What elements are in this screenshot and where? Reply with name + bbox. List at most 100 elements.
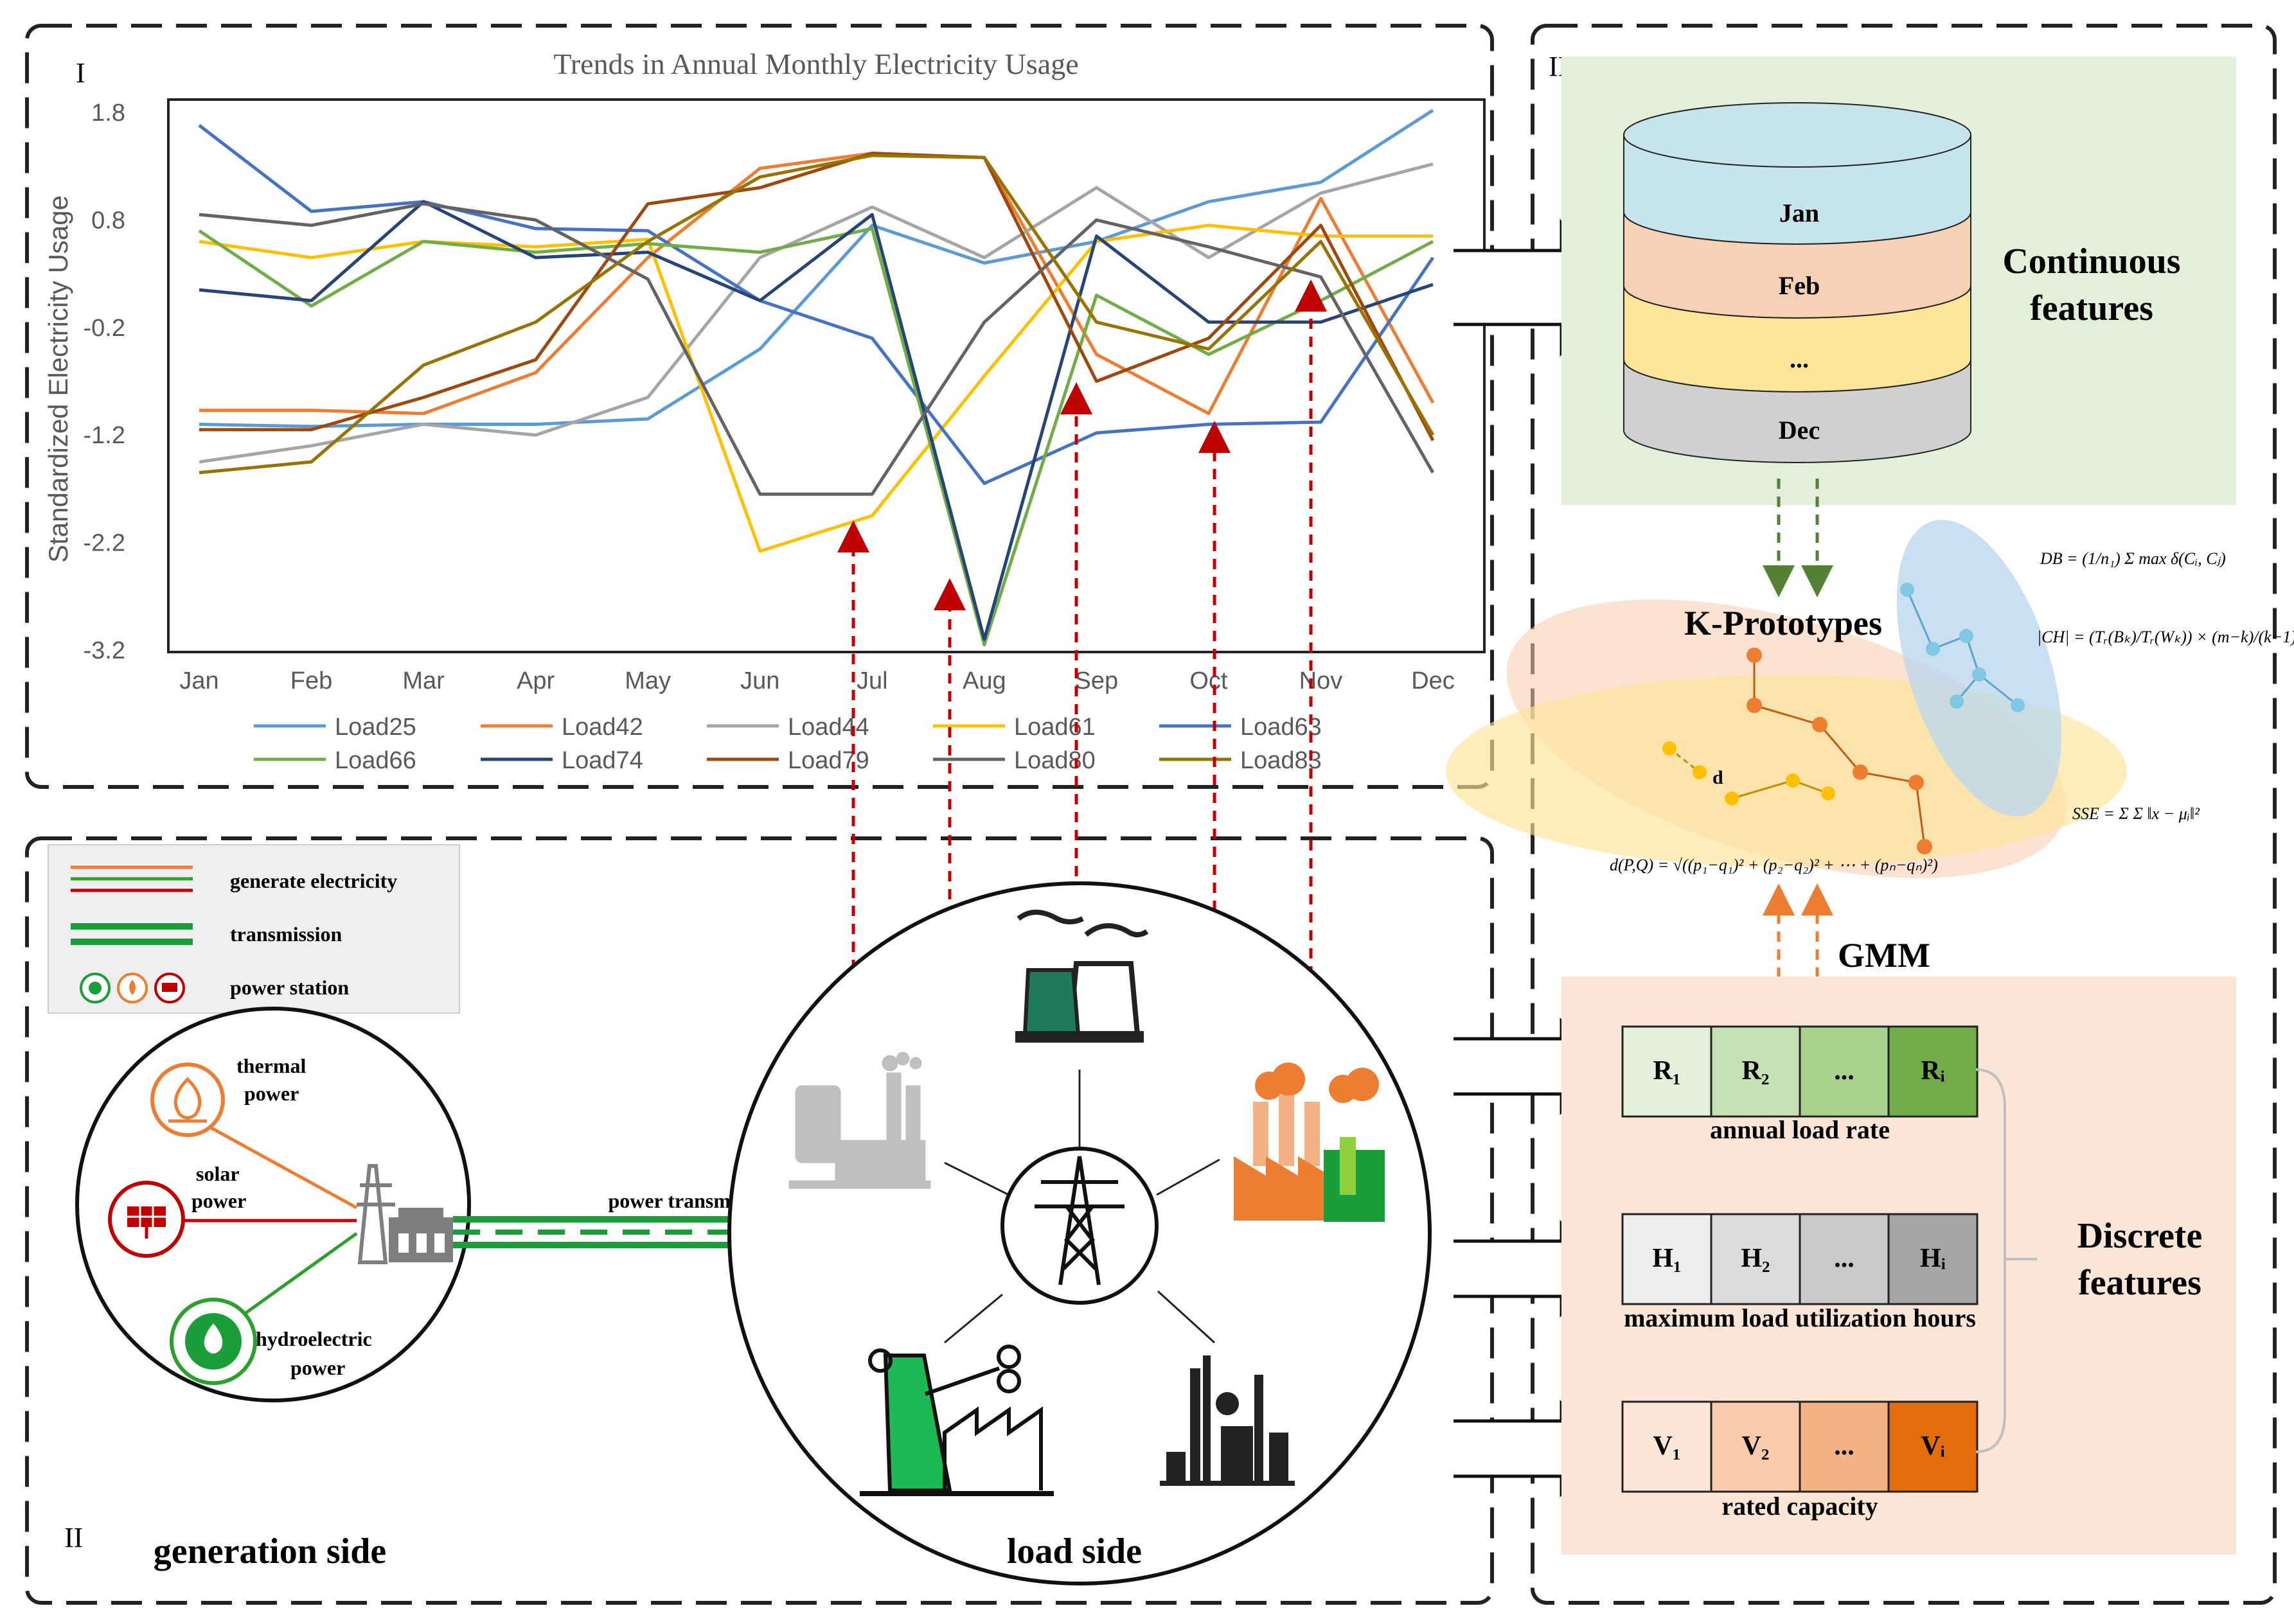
feature-cell [1710, 1400, 1801, 1493]
feature-cell-label: Rᵢ [1921, 1056, 1945, 1086]
x-tick-label: Aug [963, 667, 1006, 694]
y-tick-label: -0.2 [84, 315, 125, 342]
legend-label: Load74 [562, 747, 643, 774]
x-tick-label: May [625, 667, 671, 694]
feature-cell-label: H₂ [1741, 1244, 1770, 1273]
thermal-label: thermal [236, 1054, 307, 1077]
generation-side-label: generation side [154, 1531, 386, 1571]
series-lines [198, 109, 1435, 647]
legend-label: Load25 [335, 714, 416, 741]
feature-cell-label: R₁ [1653, 1056, 1681, 1086]
x-tick-label: Sep [1075, 667, 1119, 694]
x-tick-label: Apr [517, 667, 555, 694]
continuous-title-1: Continuous [2002, 242, 2180, 281]
series-line-load80 [199, 202, 1435, 496]
algorithm-label: K-Prototypes [1684, 604, 1882, 642]
feature-cell [1887, 1213, 1978, 1305]
y-tick-labels: 1.80.8-0.2-1.2-2.2-3.2 [84, 100, 125, 664]
x-tick-label: Dec [1411, 667, 1455, 694]
discrete-brace [1975, 1068, 2037, 1453]
y-tick-label: -3.2 [84, 637, 125, 664]
legend-transmission-label: transmission [230, 922, 342, 946]
series-line-load66 [198, 227, 1434, 647]
feature-cell-label: R₂ [1742, 1056, 1770, 1086]
feature-row-label: annual load rate [1710, 1115, 1890, 1144]
layer-dec: Dec [1779, 416, 1820, 445]
formula-distance: d(P,Q) = √((p₁−q₁)² + (p₂−q₂)² + ⋯ + (pₙ… [1610, 856, 1938, 874]
green-factory-icon [860, 1345, 1054, 1496]
feature-cell [1710, 1025, 1801, 1118]
continuous-title-2: features [2030, 288, 2153, 328]
legend-label: Load80 [1014, 747, 1096, 774]
legend-label: Load44 [788, 714, 869, 741]
cluster-visual: d [1446, 520, 2127, 878]
feature-cell [1621, 1025, 1712, 1118]
feature-row-label: maximum load utilization hours [1624, 1303, 1976, 1332]
feature-cell-label: V₁ [1653, 1431, 1681, 1461]
y-axis-label: Standardized Electricity Usage [43, 195, 73, 563]
plot-area [167, 98, 1486, 653]
x-tick-label: Jan [179, 667, 218, 694]
feature-cell-label: ... [1834, 1431, 1854, 1461]
series-line-load42 [199, 152, 1435, 416]
y-tick-label: 1.8 [91, 100, 125, 127]
x-tick-label: Mar [402, 667, 445, 694]
x-tick-label: Oct [1189, 667, 1228, 694]
solar-label: solar [196, 1162, 240, 1185]
thermal-power-icon [150, 1063, 225, 1137]
refinery-icon [1160, 1355, 1295, 1486]
formula-db: DB = (1/n₁) Σ max δ(Cᵢ, Cⱼ) [2040, 549, 2226, 568]
formula-chi: |CH| = (Tᵣ(Bₖ)/Tᵣ(Wₖ)) × (m−k)/(k−1) [2037, 628, 2294, 646]
panel-i-border [25, 24, 1494, 789]
panel-iii-border [1531, 24, 2277, 1605]
feature-cell [1887, 1400, 1978, 1493]
panel-i-label: I [76, 57, 85, 89]
feature-cell-label: Hᵢ [1920, 1244, 1946, 1273]
feature-cell [1621, 1213, 1712, 1305]
formula-sse: SSE = Σ Σ ‖x − μᵢ‖² [2072, 804, 2200, 823]
legend-station-label: power station [230, 976, 349, 999]
legend-label: Load83 [1240, 747, 1322, 774]
feature-cell-label: H₁ [1652, 1244, 1681, 1273]
y-tick-label: 0.8 [91, 207, 125, 234]
x-tick-label: Jun [740, 667, 779, 694]
y-tick-label: -2.2 [84, 530, 125, 557]
layer-feb: Feb [1779, 271, 1820, 300]
layer-jan: Jan [1779, 199, 1819, 227]
line-chart: Trends in Annual Monthly Electricity Usa… [43, 48, 1486, 774]
gray-factory-icon [788, 1052, 931, 1189]
panel-ii-border [25, 836, 1494, 1605]
series-line-load63 [198, 124, 1435, 486]
distance-label: d [1712, 767, 1723, 788]
legend-label: Load63 [1240, 714, 1322, 741]
series-line-load74 [199, 200, 1434, 641]
hydro-label: hydroelectric [256, 1327, 372, 1350]
month-database-cylinder: Jan Feb ... Dec [1623, 102, 1971, 463]
gmm-label: GMM [1838, 936, 1930, 975]
generation-circle: thermal power solar power hydroelectric … [75, 1007, 471, 1402]
generation-legend: generate electricity transmission power … [48, 844, 460, 1014]
x-tick-label: Nov [1299, 667, 1343, 694]
layer-ellipsis: ... [1790, 344, 1809, 373]
orange-factory-icon [1234, 1063, 1385, 1222]
load-side-label: load side [1007, 1531, 1142, 1571]
load-circle [727, 881, 1432, 1585]
feature-cell [1621, 1400, 1712, 1493]
feature-row-label: rated capacity [1721, 1492, 1878, 1521]
thermal-label-2: power [244, 1082, 299, 1105]
legend-label: Load61 [1014, 714, 1096, 741]
legend-generate-label: generate electricity [230, 869, 397, 892]
power-plant-icon [1015, 910, 1149, 1043]
solar-label-2: power [191, 1189, 246, 1212]
feature-cell-label: Vᵢ [1921, 1431, 1945, 1461]
substation-icon [357, 1164, 453, 1264]
feature-cell [1710, 1213, 1801, 1305]
feature-cell-label: ... [1834, 1244, 1854, 1273]
series-line-load25 [199, 109, 1434, 428]
series-line-load79 [199, 152, 1435, 441]
feature-cell [1799, 1025, 1890, 1118]
